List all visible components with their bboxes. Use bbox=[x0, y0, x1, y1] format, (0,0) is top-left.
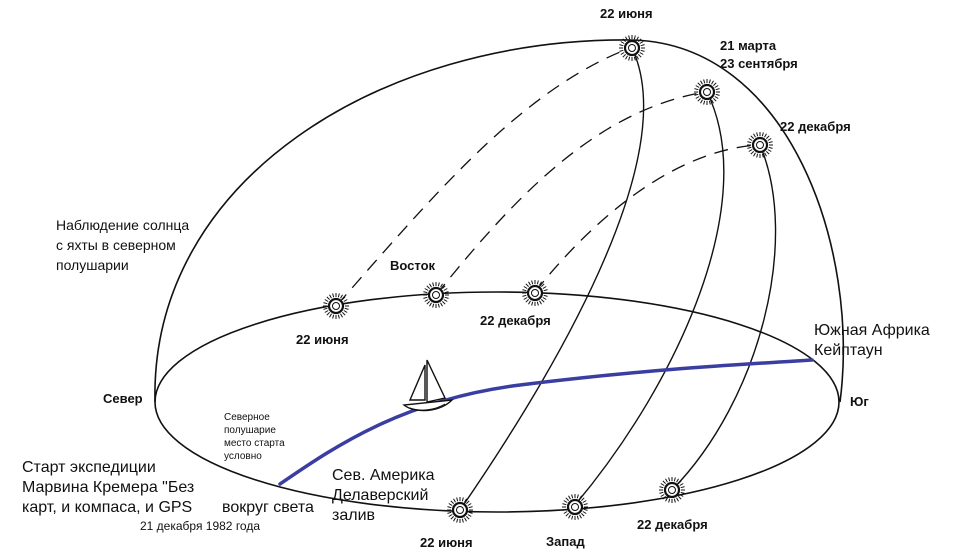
label-south: Юг bbox=[850, 394, 869, 409]
around-world-label: вокруг света bbox=[222, 499, 314, 516]
label-september: 23 сентября bbox=[720, 56, 798, 71]
sun-icon bbox=[323, 293, 349, 319]
hemisphere-line-2: полушарие bbox=[224, 425, 276, 436]
hemisphere-line-3: место старта bbox=[224, 438, 285, 449]
label-rise-december: 22 декабря bbox=[480, 313, 551, 328]
december-dashed-path bbox=[534, 144, 759, 293]
america-line-3: залив bbox=[332, 507, 375, 524]
sun-icon bbox=[447, 497, 473, 523]
label-set-june: 22 июня bbox=[420, 535, 473, 550]
sun-icon bbox=[562, 494, 588, 520]
june-dashed-path bbox=[336, 47, 631, 306]
equinox-solid-path bbox=[574, 91, 725, 506]
sun-icon bbox=[522, 280, 548, 306]
sun-icon bbox=[659, 477, 685, 503]
label-east: Восток bbox=[390, 258, 436, 273]
hemisphere-line-1: Северное bbox=[224, 412, 270, 423]
africa-line-1: Южная Африка bbox=[814, 322, 930, 339]
africa-line-2: Кейптаун bbox=[814, 342, 883, 359]
sun-icon bbox=[423, 282, 449, 308]
observation-line-1: Наблюдение солнца bbox=[56, 217, 189, 233]
label-set-december: 22 декабря bbox=[637, 517, 708, 532]
horizon-ellipse bbox=[154, 291, 840, 513]
voyage-route bbox=[278, 358, 814, 486]
america-line-2: Делаверский bbox=[332, 487, 428, 504]
sun-icon bbox=[747, 132, 773, 158]
hemisphere-line-4: условно bbox=[224, 451, 262, 462]
december-solid-path bbox=[671, 144, 777, 491]
equinox-dashed-path bbox=[435, 91, 706, 296]
observation-line-3: полушарии bbox=[56, 257, 129, 273]
label-top-june: 22 июня bbox=[600, 6, 653, 21]
sailboat-icon bbox=[402, 359, 454, 412]
america-line-1: Сев. Америка bbox=[332, 467, 435, 484]
label-west: Запад bbox=[546, 534, 585, 549]
sky-dome bbox=[154, 39, 845, 403]
june-solid-path bbox=[459, 47, 645, 511]
label-rise-june: 22 июня bbox=[296, 332, 349, 347]
start-line-2: Марвина Кремера "Без bbox=[22, 479, 194, 496]
start-date-label: 21 декабря 1982 года bbox=[140, 519, 260, 533]
start-line-1: Старт экспедиции bbox=[22, 459, 156, 476]
label-north: Север bbox=[103, 391, 143, 406]
label-march: 21 марта bbox=[720, 38, 777, 53]
observation-line-2: с яхты в северном bbox=[56, 237, 176, 253]
sun-icon bbox=[694, 79, 720, 105]
start-line-3: карт, и компаса, и GPS bbox=[22, 499, 192, 516]
label-top-december: 22 декабря bbox=[780, 119, 851, 134]
sun-icon bbox=[619, 35, 645, 61]
